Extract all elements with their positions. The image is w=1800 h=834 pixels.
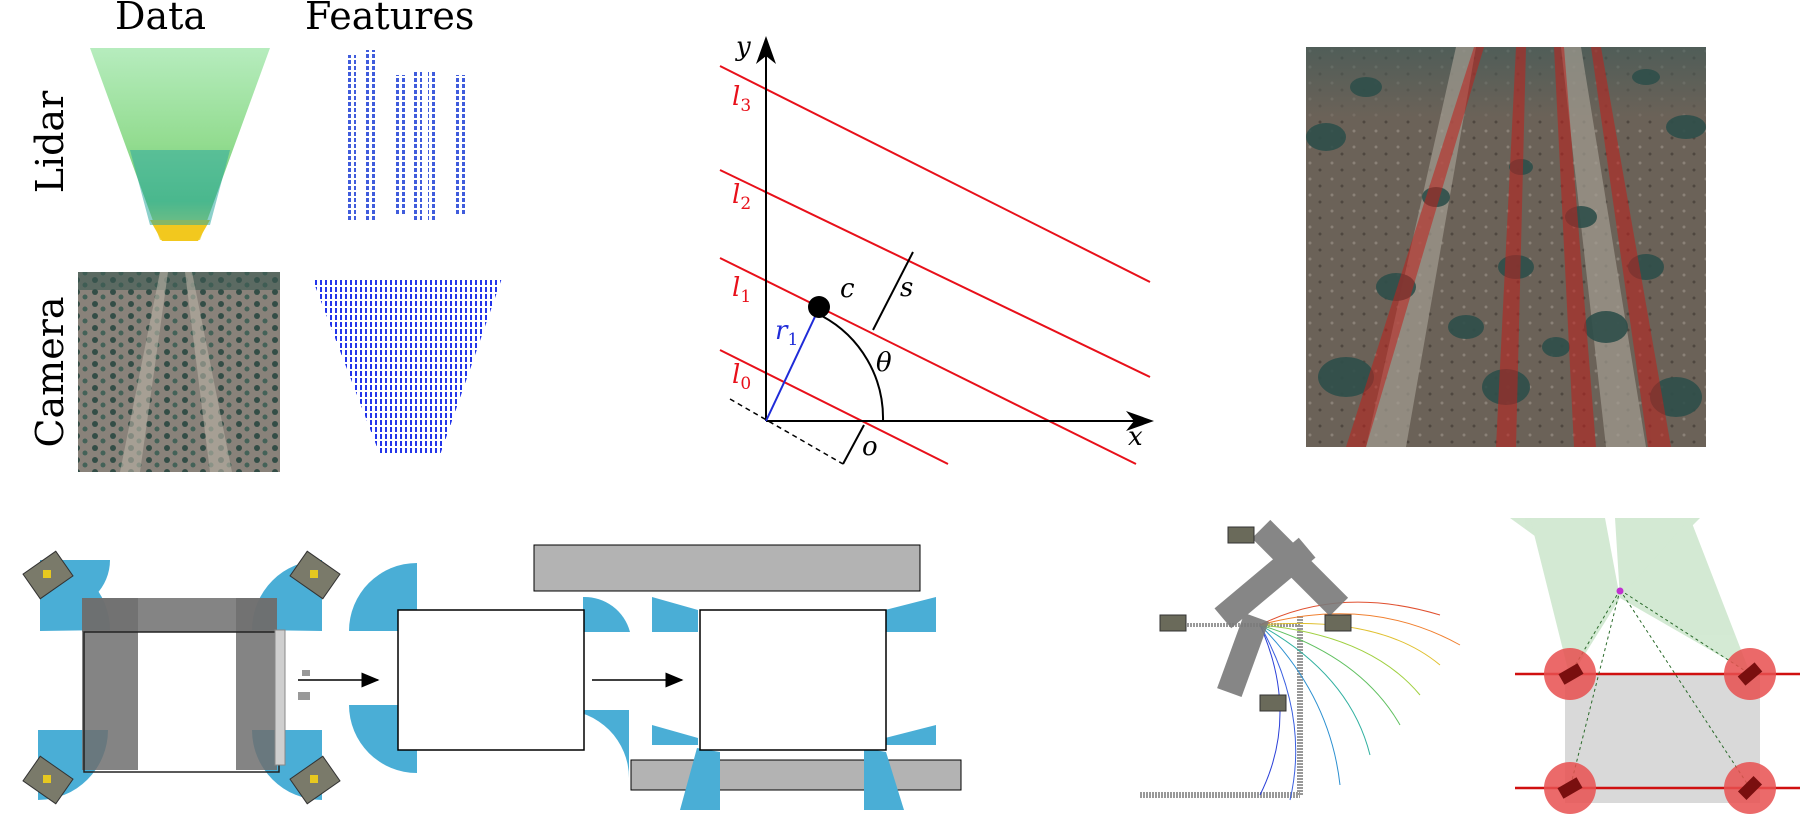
camera-features-image [312,278,502,455]
crop-field-svg [1306,47,1706,447]
label-spacing: s [900,273,914,303]
data-features-grid: Data Features Lidar Camera [0,0,520,480]
trajectory-svg [1140,519,1461,801]
label-l3: l3 [732,82,752,117]
schematic-frame-2 [699,609,887,751]
sensor-geometry-svg [1510,518,1800,814]
robot-schematic [349,563,630,778]
robot-sequence-svg [22,544,962,810]
top-plate [533,544,921,592]
line-l3 [719,65,1151,283]
row-overlay-1 [1346,47,1484,447]
row-overlay-4 [1591,47,1671,447]
label-center: c [840,274,855,304]
geometry-svg [719,36,1154,465]
sensor-geometry [1510,518,1800,818]
row-lines [719,65,1151,465]
robot-photo [22,550,341,805]
angle-arc [821,315,885,422]
offset-tick [842,424,865,465]
col-header-features: Features [305,0,475,38]
label-l1: l1 [732,273,752,308]
row-overlay-3 [1554,47,1596,447]
trajectory-plot [1140,515,1480,815]
label-offset: o [862,432,878,462]
line-l0 [719,349,949,465]
geometry-diagram: y x l3 l2 l1 l0 c r1 s θ o [700,30,1170,470]
lidar-data-image [90,48,270,241]
label-l2: l2 [732,180,752,215]
robot-with-plates [533,544,962,810]
camera-data-image [78,272,280,472]
col-header-data: Data [115,0,207,38]
radius-segment [765,305,821,422]
bottom-plate [630,759,962,791]
lidar-features-image [346,50,465,220]
center-point [808,296,830,318]
axis-x-label: x [1128,422,1143,452]
trajectory-robot [1214,519,1349,698]
robot-frame-sequence [0,520,980,830]
line-l2 [719,169,1151,378]
target-point [1616,587,1624,595]
label-theta: θ [876,348,892,378]
crop-field-photo [1306,47,1706,447]
spacing-segment [872,251,914,331]
schematic-frame [397,609,585,751]
crop-row-overlays [1346,47,1671,447]
line-l1 [719,257,1137,465]
label-l0: l0 [732,360,752,395]
axis-y-label: y [736,32,751,62]
row-overlay-2 [1496,47,1526,447]
label-radius: r1 [775,316,799,351]
offset-dashed [729,398,844,465]
grid-images [78,48,502,472]
